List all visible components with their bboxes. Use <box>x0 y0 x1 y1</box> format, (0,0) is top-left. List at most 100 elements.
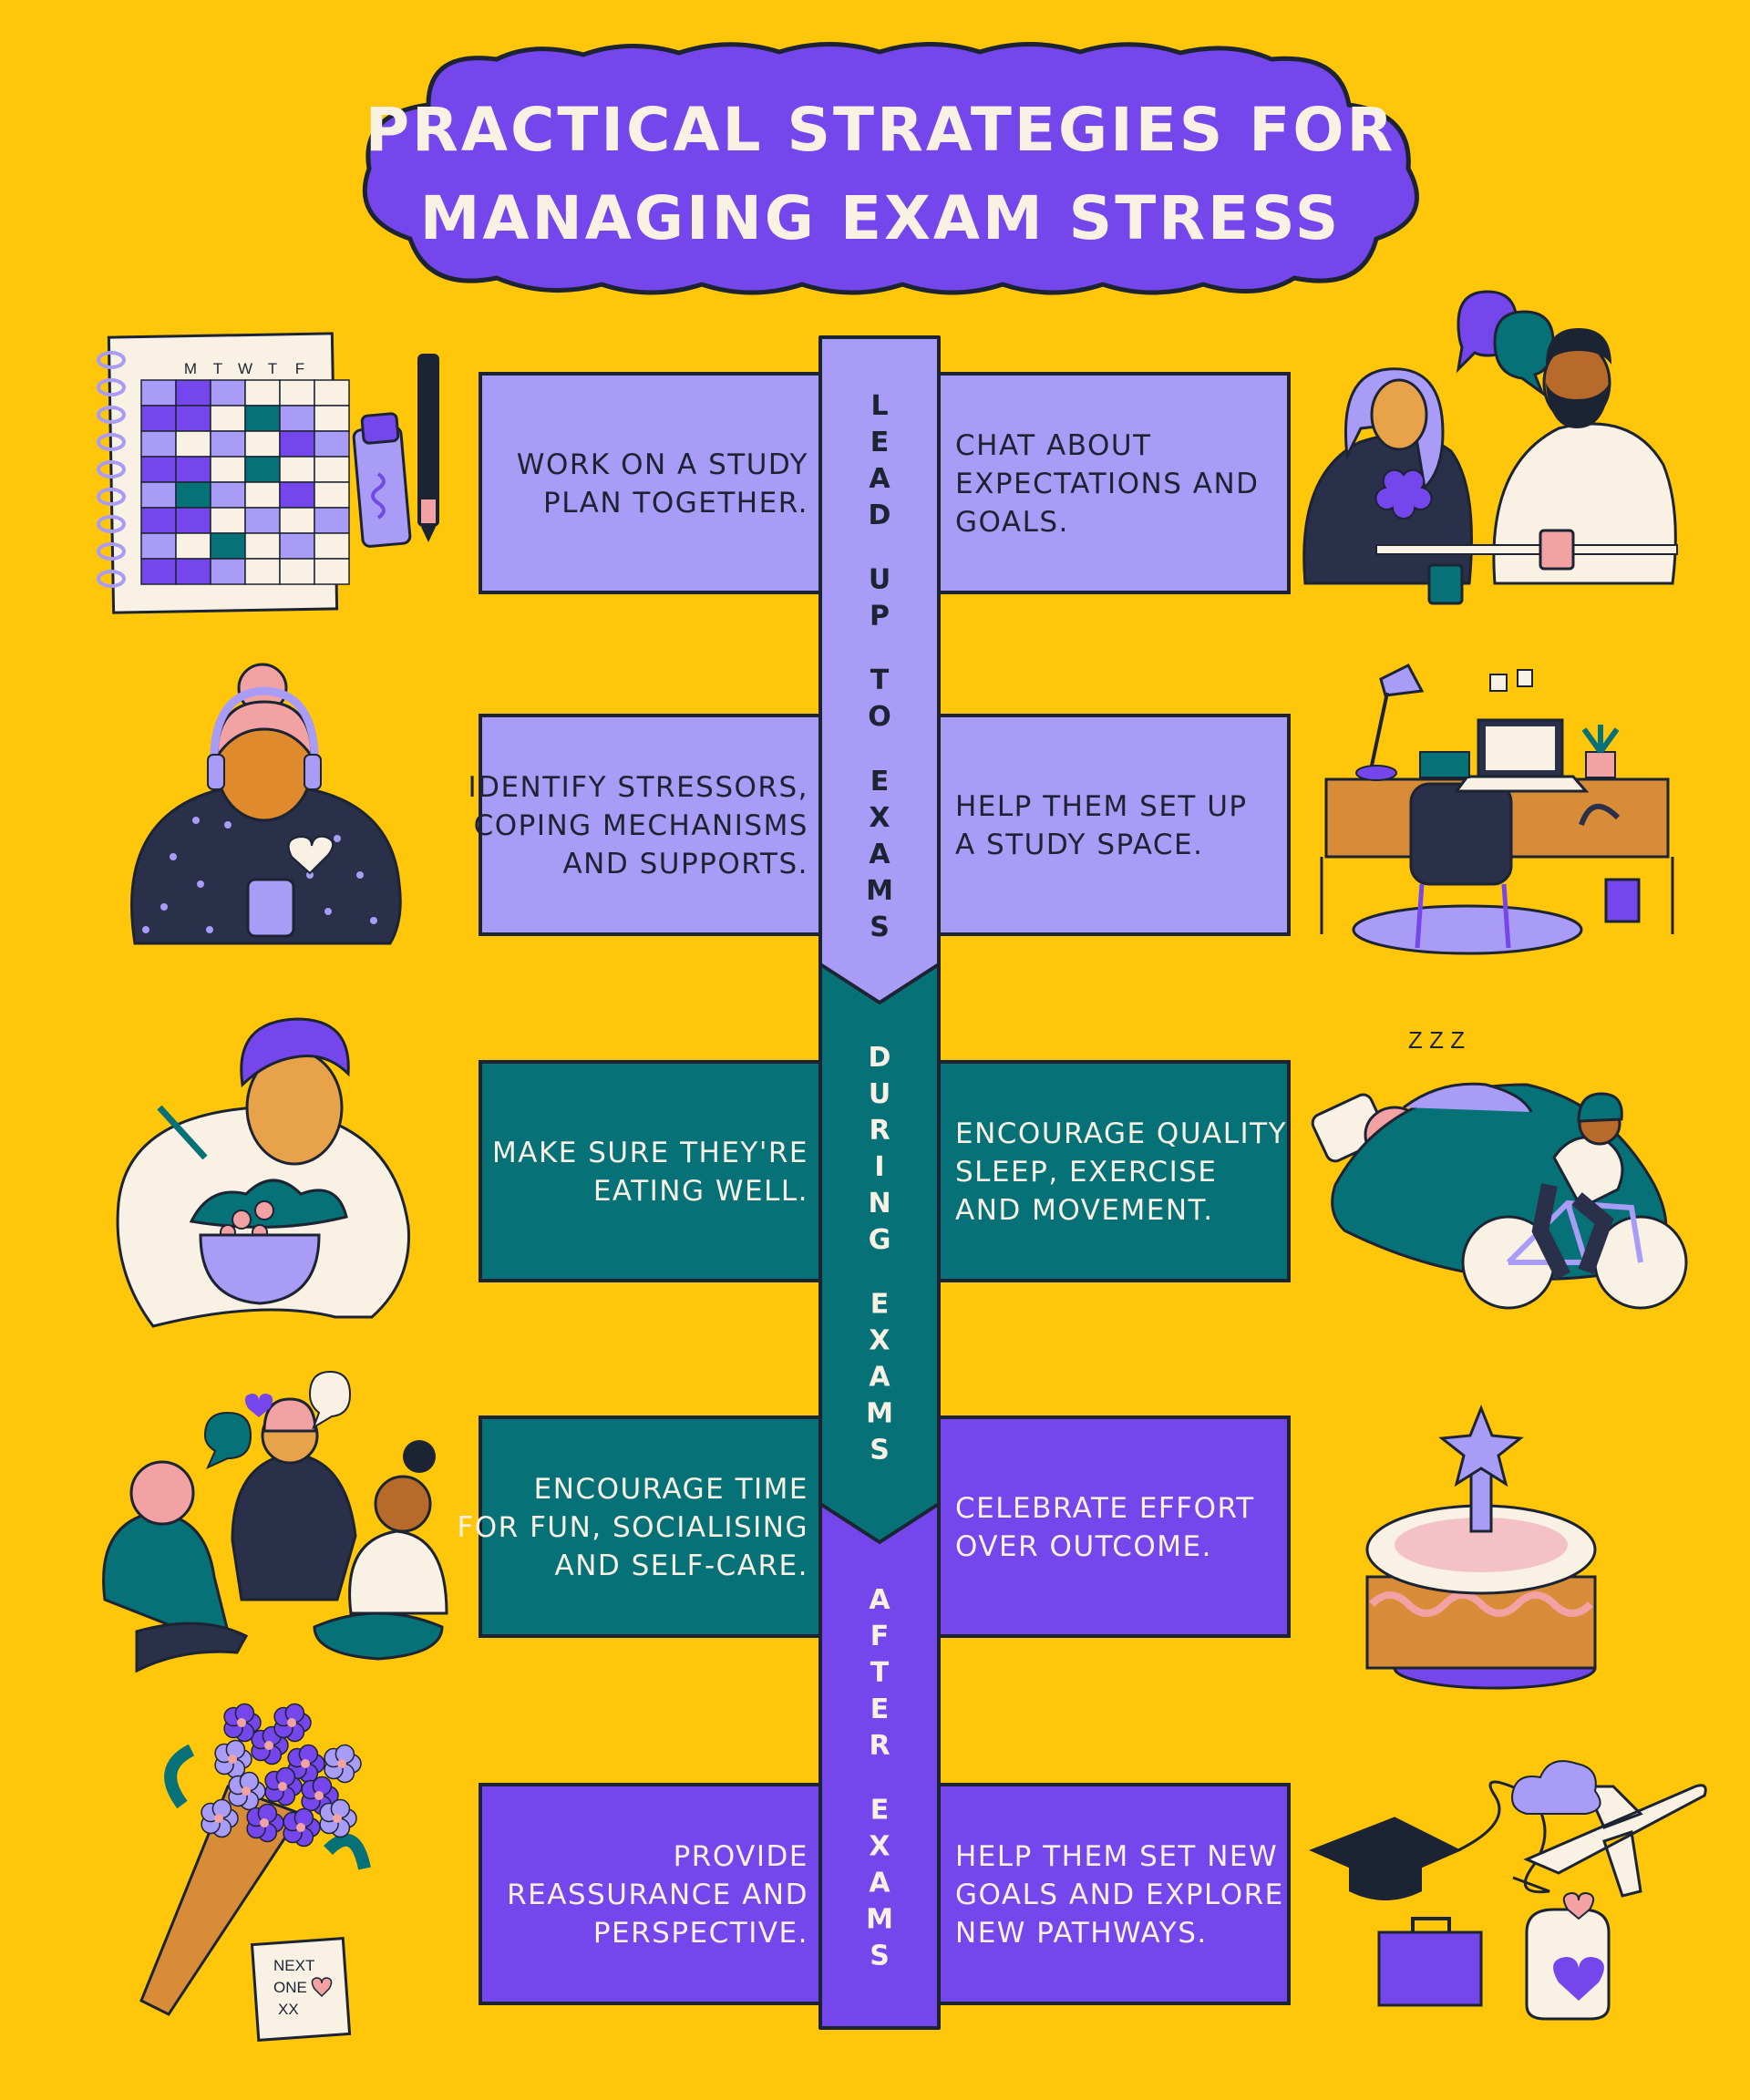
headphones-desk-icon <box>1579 803 1621 827</box>
planner-cell <box>279 430 315 458</box>
strategy-3-right-line-3: AND MOVEMENT. <box>955 1194 1214 1227</box>
man-beard <box>1546 383 1610 428</box>
wastebasket-icon <box>1604 878 1641 923</box>
planner-day-label: M <box>184 360 197 377</box>
strategy-5-left-line-2: REASSURANCE AND <box>507 1879 808 1911</box>
phase-2-label-letter: N <box>868 1188 890 1220</box>
strategy-5-left-panel <box>479 1783 883 2005</box>
planner-cell <box>314 558 350 585</box>
planner-cell <box>175 405 211 432</box>
planner-cell <box>314 430 350 458</box>
planner-cell <box>175 379 211 407</box>
book-stack-icon <box>1419 751 1470 778</box>
sweater-body <box>130 782 402 945</box>
desk-lamp-icon <box>1355 664 1425 781</box>
friend-1-legs <box>135 1621 249 1673</box>
study-desk-illustration <box>1320 664 1674 955</box>
strategy-2-right-line-1: HELP THEM SET UP <box>955 790 1248 823</box>
strategy-3-left-panel <box>479 1060 883 1282</box>
phase-1-spine-segment <box>818 335 941 1004</box>
flower-icon <box>324 1744 362 1784</box>
strategy-3-left-line-2: EATING WELL. <box>593 1175 808 1208</box>
planner-cell <box>140 379 177 407</box>
bouquet-flowers <box>201 1703 362 1848</box>
phase-1-label-letter: E <box>870 427 890 458</box>
strategy-5-right-line-3: NEW PATHWAYS. <box>955 1917 1208 1950</box>
woman-face <box>1370 378 1428 451</box>
man-hair <box>1546 328 1611 365</box>
parent-child-chat-illustration <box>1302 290 1678 605</box>
speech-bubble-white-small <box>308 1370 352 1430</box>
mug-teal-icon <box>1427 563 1464 605</box>
planner-cell <box>175 532 211 560</box>
planner-cell <box>244 558 281 585</box>
strategy-1-right-line-1: CHAT ABOUT <box>955 429 1152 462</box>
phase-2-label-letter: A <box>869 1362 890 1394</box>
flower-icon <box>264 1766 303 1807</box>
planner-cell <box>210 558 246 585</box>
phase-1-label-letter: S <box>870 911 890 943</box>
strategy-3-left-box: MAKE SURE THEY'RE EATING WELL. <box>479 1060 883 1282</box>
planner-cell <box>140 507 177 534</box>
strategy-2-left-panel <box>479 714 883 936</box>
note-line-3: XX <box>278 2001 299 2018</box>
planner-cell <box>314 379 350 407</box>
note-card <box>250 1937 352 2042</box>
star-topper-icon <box>1438 1404 1524 1488</box>
table-top <box>1375 544 1678 555</box>
planner-cell <box>175 558 211 585</box>
flower-icon <box>251 1725 289 1765</box>
planner-cell <box>314 481 350 509</box>
phase-1-label-letter: T <box>870 664 890 696</box>
planner-cell <box>140 481 177 509</box>
strategy-3-left-line-1: MAKE SURE THEY'RE <box>492 1137 808 1169</box>
planner-cell <box>244 430 281 458</box>
phase-2-label-letter: M <box>866 1398 893 1430</box>
friend-2-body <box>231 1452 357 1601</box>
planner-cell <box>210 481 246 509</box>
mug-pink-icon <box>1539 529 1575 571</box>
strategy-1-right-line-2: EXPECTATIONS AND <box>955 468 1260 500</box>
friend-3-body <box>348 1529 448 1615</box>
phase-2-label-letter: S <box>870 1435 890 1467</box>
heart-icon <box>244 1394 273 1417</box>
desk-chair <box>1409 782 1513 886</box>
phase-3-label-letter: A <box>869 1584 890 1616</box>
sleep-zzz: Z Z Z <box>1408 1026 1465 1054</box>
planner-cell <box>210 405 246 432</box>
planner-cell <box>279 379 315 407</box>
strategy-3-right-panel <box>910 1060 1291 1282</box>
planner-cell <box>140 405 177 432</box>
phase-1-label-letter: U <box>869 564 890 596</box>
eating-well-illustration <box>116 1017 410 1328</box>
planner-cell <box>244 456 281 483</box>
friend-3-head <box>374 1475 432 1533</box>
phase-1-label-letter: O <box>868 701 891 733</box>
planner-day-label: F <box>295 360 304 377</box>
flower-icon <box>201 1798 239 1838</box>
strategy-4-left-line-1: ENCOURAGE TIME <box>534 1473 808 1506</box>
planner-cell <box>279 558 315 585</box>
flower-icon <box>319 1798 357 1838</box>
briefcase-icon <box>1377 1930 1483 2007</box>
beanie-icon <box>262 1397 317 1433</box>
potted-plant-icon <box>1581 725 1620 778</box>
phase-3-label-letter: M <box>866 1904 893 1936</box>
strategy-5-left-line-3: PERSPECTIVE. <box>593 1917 808 1950</box>
phase-1-label-letter: P <box>870 601 890 633</box>
planner-cell <box>140 430 177 458</box>
strategy-1-left-panel <box>479 372 883 594</box>
phase-2-label-letter: R <box>869 1115 890 1147</box>
strategy-5-right-line-1: HELP THEM SET NEW <box>955 1840 1278 1873</box>
planner-cell <box>210 379 246 407</box>
tea-mug-icon <box>246 878 295 938</box>
strategy-2-left-line-1: IDENTIFY STRESSORS, <box>468 771 808 804</box>
planner-cell <box>244 405 281 432</box>
friend-1-head <box>129 1460 195 1526</box>
phase-2-label-letter: U <box>869 1078 890 1110</box>
jar-lid-heart-icon <box>1562 1891 1595 1920</box>
